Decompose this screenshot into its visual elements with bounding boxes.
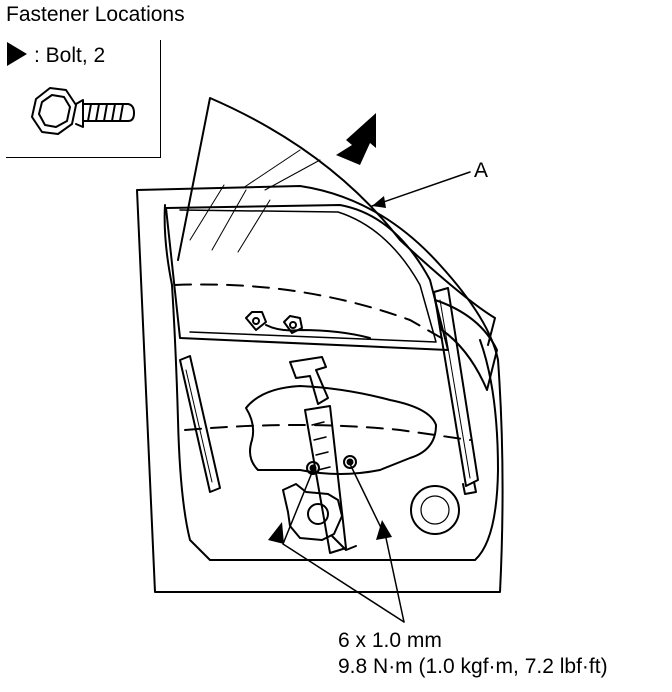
- bolt-marker-front-icon: [268, 522, 284, 544]
- bolt-torque-spec: 9.8 N·m (1.0 kgf·m, 7.2 lbf·ft): [338, 655, 608, 678]
- up-arrow-icon: [336, 113, 376, 165]
- window-regulator: [282, 356, 357, 554]
- bolt-marker-rear-icon: [376, 520, 392, 540]
- leader-line-rear: [349, 463, 405, 623]
- glass-edge-dashed: [174, 283, 446, 341]
- regulator-bolt-front: [306, 461, 320, 475]
- legend-label: : Bolt, 2: [34, 44, 106, 67]
- legend-box: [6, 40, 161, 158]
- rear-run-channel: [433, 287, 479, 495]
- service-hole: [245, 385, 437, 475]
- regulator-bolt-rear: [343, 455, 357, 469]
- glass-edge-dashed-2: [184, 424, 471, 441]
- callout-a-label: A: [474, 159, 489, 182]
- front-run-channel: [179, 355, 221, 493]
- diagram-title: Fastener Locations: [6, 3, 185, 26]
- bolt-marker-icon: [7, 42, 27, 66]
- glass-clips: [245, 311, 371, 339]
- bolt-icon: [31, 87, 135, 135]
- speaker-opening: [410, 485, 460, 535]
- door-panel: [136, 185, 504, 593]
- door-glass: [177, 97, 496, 346]
- leader-line-a: [371, 171, 471, 207]
- bolt-size-spec: 6 x 1.0 mm: [338, 629, 442, 652]
- leader-line-front: [282, 469, 405, 623]
